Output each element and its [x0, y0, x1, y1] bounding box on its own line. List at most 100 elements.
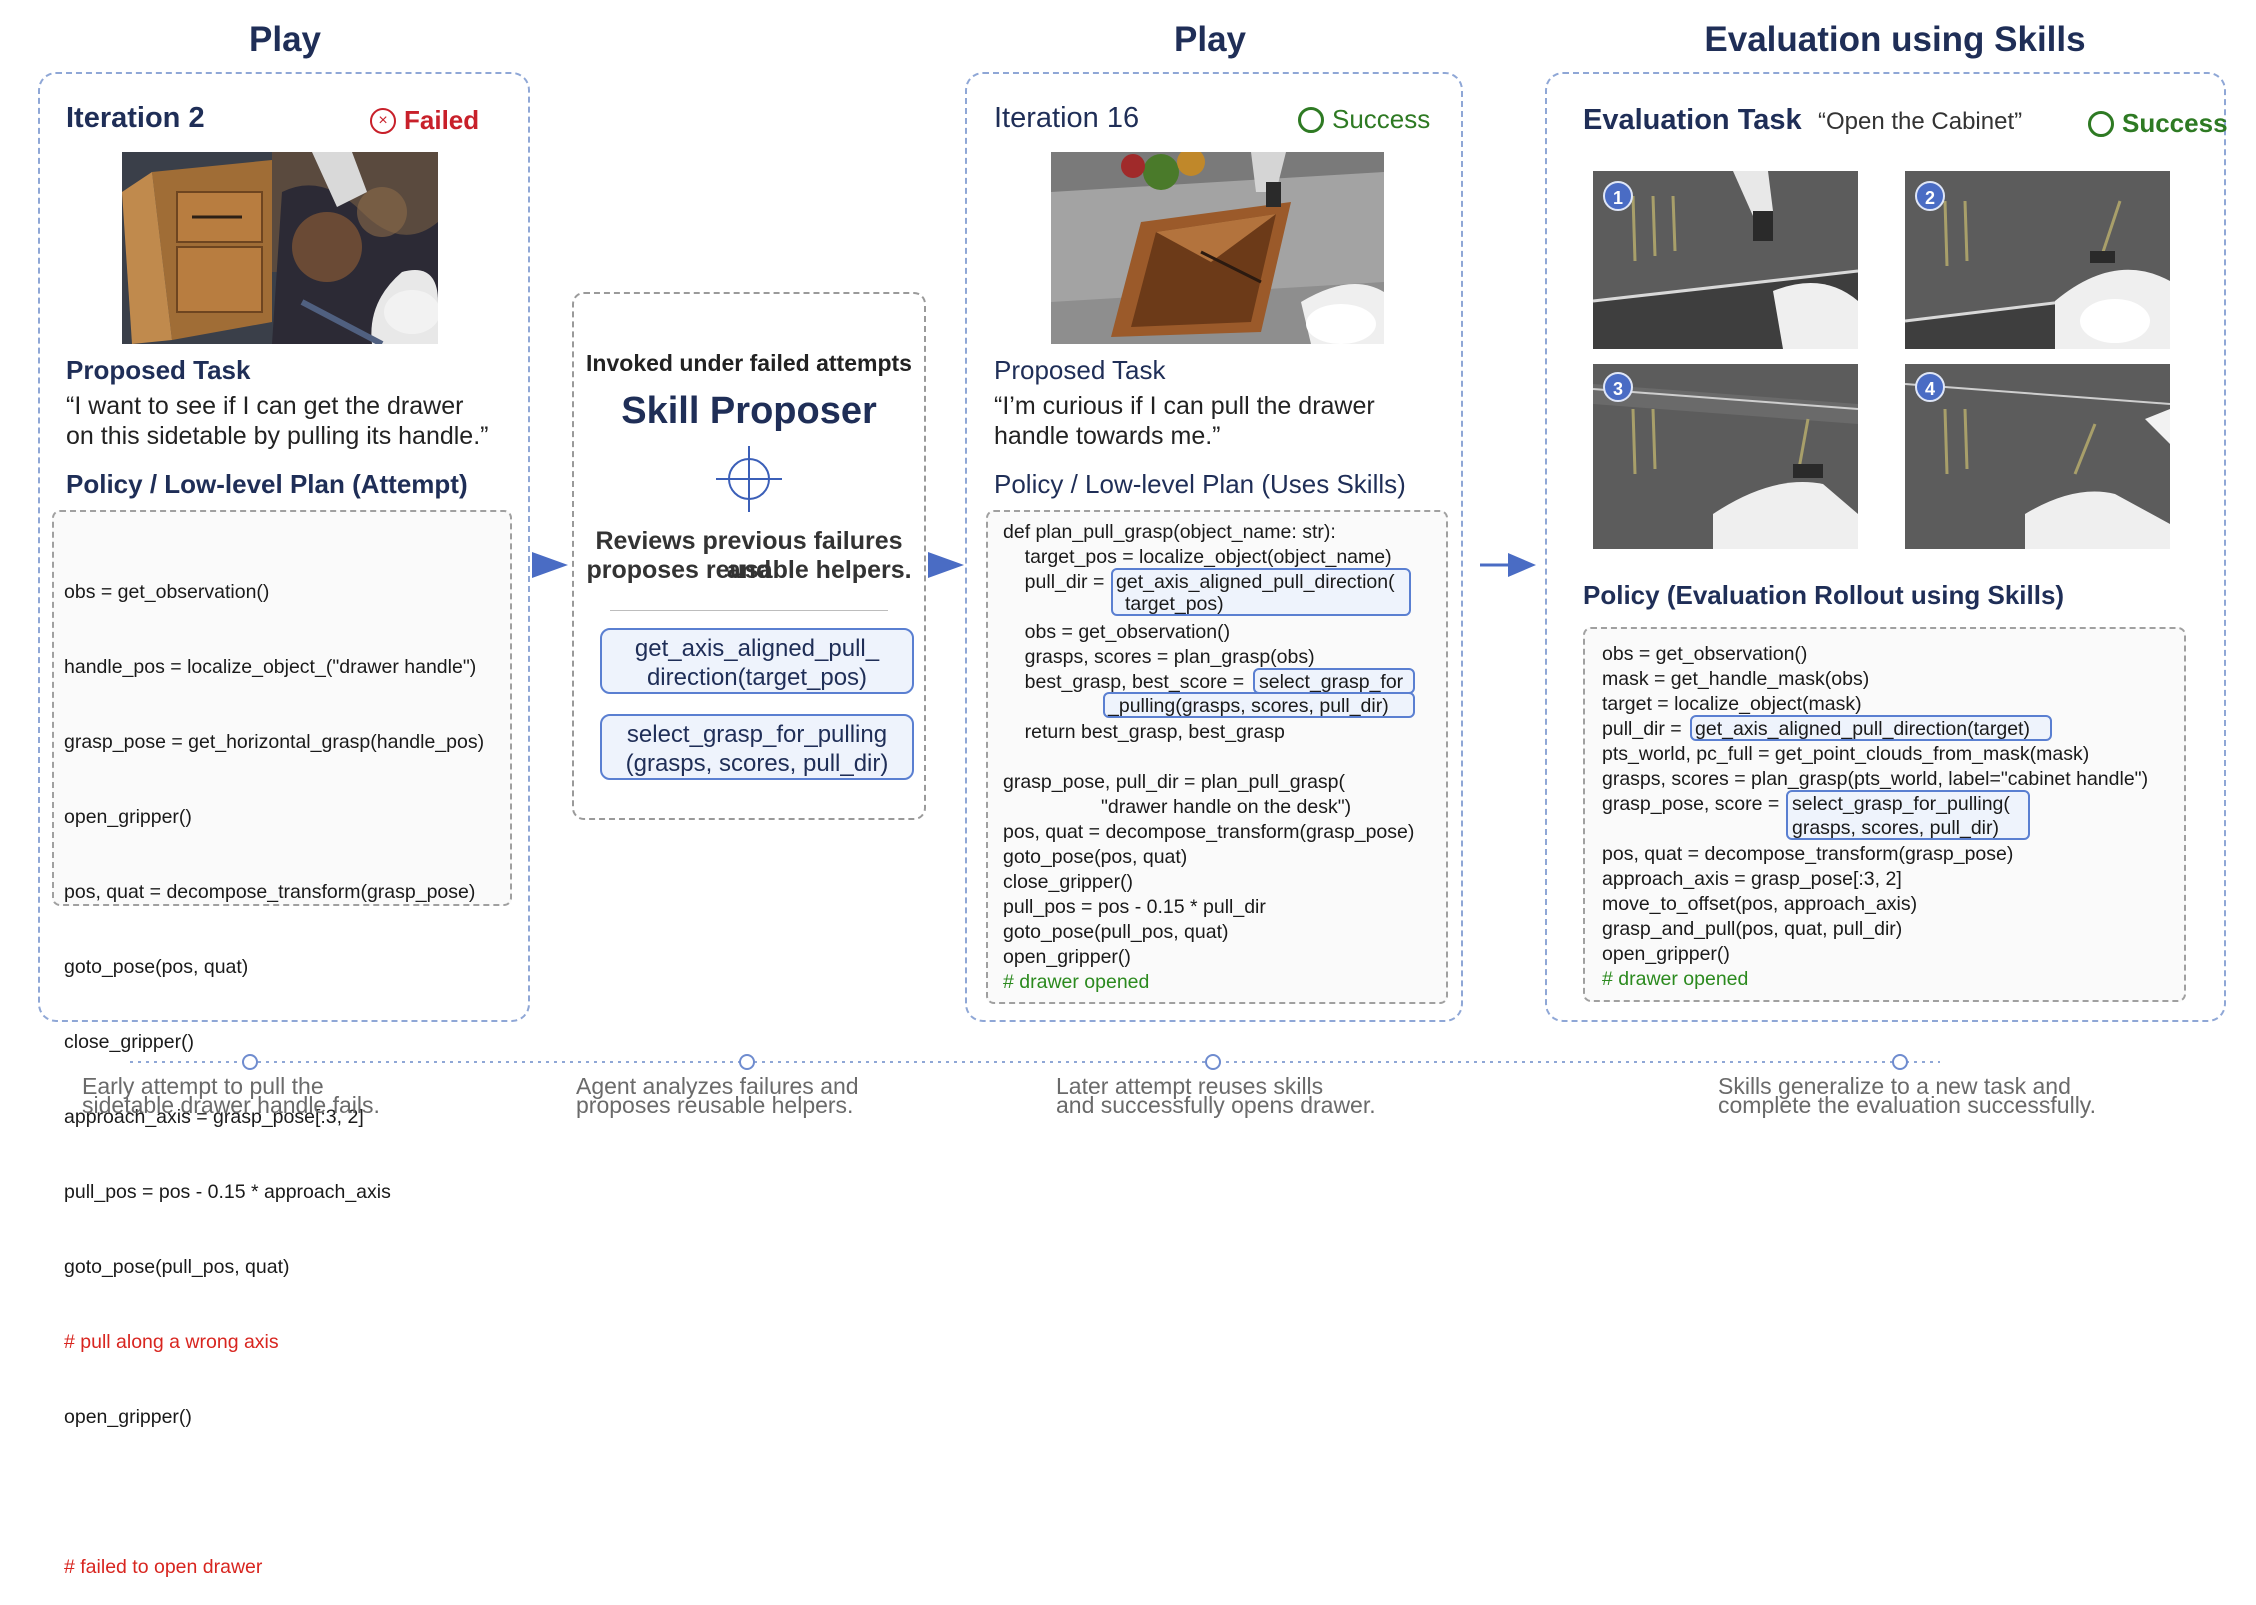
code-skill-call: get_axis_aligned_pull_direction(	[1116, 571, 1395, 593]
code-line: grasps, scores = plan_grasp(pts_world, l…	[1602, 768, 2149, 790]
code-line: "drawer handle on the desk")	[1101, 796, 1352, 818]
frame-badge-4: 4	[1915, 372, 1945, 402]
rollout-frame-3-drawing	[1593, 364, 1858, 549]
code-line: obs = get_observation()	[64, 581, 270, 603]
success-status-2: Success	[2088, 108, 2228, 139]
helper-get-axis-aligned-pull-direction[interactable]: get_axis_aligned_pull_ direction(target_…	[600, 628, 914, 694]
rollout-frame-4	[1905, 364, 2170, 549]
code-line: pos, quat = decompose_transform(grasp_po…	[1602, 843, 2014, 865]
helper-1-line-2: direction(target_pos)	[646, 664, 868, 691]
proposed-task-label-2: Proposed Task	[994, 355, 1166, 385]
skill-proposer-title: Skill Proposer	[621, 390, 877, 432]
success-status-1: Success	[1298, 104, 1430, 135]
code-comment-wrong-axis: # pull along a wrong axis	[64, 1331, 279, 1353]
proposed-task-quote-2-line-1: “I’m curious if I can pull the drawer	[994, 392, 1375, 420]
drawer-scene-image	[1051, 152, 1384, 344]
code-line: close_gripper()	[1003, 871, 1134, 893]
skill-highlight-eval-select-grasp	[1786, 790, 2030, 840]
iteration-16-title: Iteration 16	[994, 102, 1140, 134]
success-label-1: Success	[1332, 104, 1431, 134]
code-line: grasp_pose = get_horizontal_grasp(handle…	[64, 731, 485, 753]
code-line: close_gripper()	[64, 1031, 195, 1053]
helper-2-line-1: select_grasp_for_pulling	[626, 721, 888, 748]
evaluation-task-quote: “Open the Cabinet”	[1818, 108, 2023, 135]
section-title-play-1: Play	[249, 20, 321, 59]
timeline-caption-1-line-1: Early attempt to pull the	[82, 1073, 324, 1099]
timeline-node-2	[739, 1054, 755, 1070]
drawer-scene-drawing	[1051, 152, 1384, 344]
code-line: move_to_offset(pos, approach_axis)	[1602, 893, 1918, 915]
proposer-desc-line-2: proposes reusable helpers.	[586, 556, 912, 584]
timeline-caption-3-line-2: and successfully opens drawer.	[1056, 1092, 1376, 1118]
rollout-frame-1	[1593, 171, 1858, 349]
helper-2-line-2: (grasps, scores, pull_dir)	[625, 750, 889, 777]
rollout-frame-2-drawing	[1905, 171, 2170, 349]
code-line: approach_axis = grasp_pose[:3, 2]	[64, 1106, 364, 1128]
timeline-node-1	[242, 1054, 258, 1070]
arrow-right-icon	[1480, 553, 1536, 577]
proposer-desc-line-1: Reviews previous failures and	[595, 527, 903, 584]
helper-select-grasp-for-pulling[interactable]: select_grasp_for_pulling (grasps, scores…	[600, 714, 914, 780]
frame-badge-3: 3	[1603, 372, 1633, 402]
code-line: pull_dir =	[1003, 571, 1110, 593]
arrow-right-icon	[928, 552, 964, 578]
rollout-frame-3	[1593, 364, 1858, 549]
code-line: handle_pos = localize_object_("drawer ha…	[64, 656, 477, 678]
code-line: open_gripper()	[64, 806, 192, 828]
code-skill-call: _pulling(grasps, scores, pull_dir)	[1108, 695, 1389, 717]
code-line: mask = get_handle_mask(obs)	[1602, 668, 1870, 690]
code-skill-call: target_pos)	[1125, 593, 1224, 615]
code-line: obs = get_observation()	[1602, 643, 1808, 665]
sidetable-scene-drawing	[122, 152, 438, 344]
code-skill-call: get_axis_aligned_pull_direction(target)	[1695, 718, 2030, 740]
proposed-task-quote-1-line-2: on this sidetable by pulling its handle.…	[66, 422, 489, 450]
timeline-caption-2-line-1: Agent analyzes failures and	[576, 1073, 859, 1099]
timeline-caption-3-line-1: Later attempt reuses skills	[1056, 1073, 1324, 1099]
code-line: obs = get_observation()	[1003, 621, 1231, 643]
skills-code: def plan_pull_grasp(object_name: str): t…	[1003, 520, 1443, 1000]
crosshair-icon	[716, 446, 782, 512]
code-line: approach_axis = grasp_pose[:3, 2]	[1602, 868, 1902, 890]
timeline-caption-1-line-2: sidetable drawer handle fails.	[82, 1092, 380, 1118]
timeline	[130, 1054, 1940, 1070]
code-line: pull_pos = pos - 0.15 * pull_dir	[1003, 896, 1266, 918]
skill-proposer-box	[572, 292, 926, 820]
rollout-frame-2	[1905, 171, 2170, 349]
timeline-caption-4-line-2: complete the evaluation successfully.	[1718, 1092, 2096, 1118]
code-line: grasp_pose, score =	[1602, 793, 1785, 815]
code-line: grasp_and_pull(pos, quat, pull_dir)	[1602, 918, 1903, 940]
section-title-evaluation: Evaluation using Skills	[1704, 20, 2086, 59]
code-line: goto_pose(pull_pos, quat)	[64, 1256, 290, 1278]
policy-attempt-label: Policy / Low-level Plan (Attempt)	[66, 469, 468, 499]
code-skill-call: select_grasp_for_pulling(	[1792, 793, 2010, 815]
rollout-frame-4-drawing	[1905, 364, 2170, 549]
code-line: target = localize_object(mask)	[1602, 693, 1862, 715]
code-line-blank	[64, 1480, 484, 1505]
iteration-16-panel	[965, 72, 1463, 1022]
iteration-2-panel	[38, 72, 530, 1022]
code-line: goto_pose(pos, quat)	[64, 956, 249, 978]
timeline-node-4	[1892, 1054, 1908, 1070]
timeline-caption-4-line-1: Skills generalize to a new task and	[1718, 1073, 2071, 1099]
skill-highlight-select-grasp-2	[1103, 692, 1415, 718]
iteration-2-title: Iteration 2	[66, 102, 205, 134]
sidetable-scene-image	[122, 152, 438, 344]
code-line: pull_pos = pos - 0.15 * approach_axis	[64, 1181, 391, 1203]
section-title-play-2: Play	[1174, 20, 1246, 59]
code-comment-drawer-opened: # drawer opened	[1602, 968, 1749, 990]
frame-badge-1: 1	[1603, 181, 1633, 211]
code-line: goto_pose(pull_pos, quat)	[1003, 921, 1229, 943]
failed-status: × Failed	[370, 105, 479, 136]
frame-badge-2: 2	[1915, 181, 1945, 211]
proposed-task-label-1: Proposed Task	[66, 355, 251, 385]
success-circle-icon	[1298, 106, 1324, 133]
code-skill-call: grasps, scores, pull_dir)	[1792, 817, 1999, 839]
evaluation-panel	[1545, 72, 2226, 1022]
code-line: best_grasp, best_score =	[1003, 671, 1250, 693]
success-circle-icon	[2088, 110, 2114, 137]
code-line: open_gripper()	[1003, 946, 1131, 968]
failed-x-icon: ×	[370, 107, 396, 134]
code-line: pos, quat = decompose_transform(grasp_po…	[64, 881, 476, 903]
code-line: return best_grasp, best_grasp	[1003, 721, 1285, 743]
code-line: grasp_pose, pull_dir = plan_pull_grasp(	[1003, 771, 1346, 793]
